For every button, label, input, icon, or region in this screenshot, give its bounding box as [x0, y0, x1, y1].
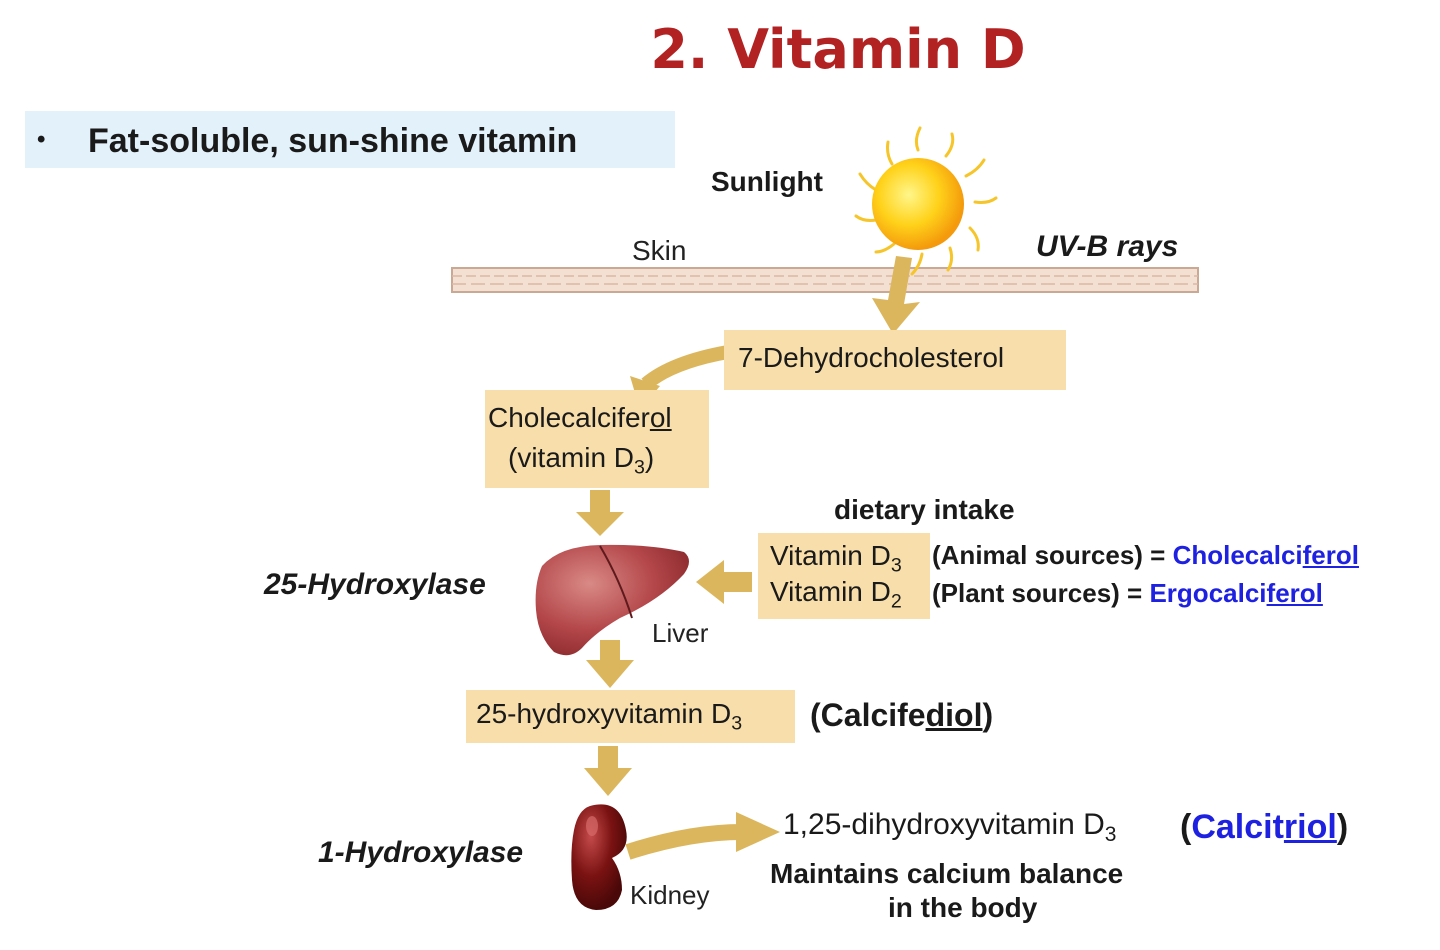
dietary-intake-label: dietary intake [834, 494, 1015, 526]
bullet-dot: • [37, 126, 45, 154]
calcium-balance-text-2: in the body [888, 892, 1037, 924]
arrow-dietary-to-liver [696, 560, 752, 604]
bullet-text: Fat-soluble, sun-shine vitamin [88, 122, 577, 161]
vitamin-d2-dietary: Vitamin D2 [770, 576, 902, 614]
kidney-label: Kidney [630, 880, 710, 911]
vitamin-d3-label: (vitamin D3) [508, 442, 654, 480]
hydroxyvitamin-label: 25-hydroxyvitamin D3 [476, 698, 742, 736]
skin-layer [452, 268, 1198, 292]
arrow-kidney-to-calcitriol [628, 812, 780, 852]
vitamin-d3-dietary: Vitamin D3 [770, 540, 902, 578]
skin-label: Skin [632, 235, 686, 267]
plant-sources-text: (Plant sources) = Ergocalciferol [932, 578, 1323, 609]
uvb-label: UV-B rays [1036, 230, 1178, 264]
sunlight-label: Sunlight [711, 166, 823, 198]
kidney-icon [571, 804, 626, 910]
calcitriol-label: (Calcitriol) [1180, 808, 1348, 847]
dehydrocholesterol-label: 7-Dehydrocholesterol [738, 342, 1004, 374]
liver-label: Liver [652, 618, 708, 649]
animal-sources-text: (Animal sources) = Cholecalciferol [932, 540, 1359, 571]
arrow-25h-to-kidney [584, 746, 632, 796]
cholecalciferol-label: Cholecalciferol [488, 402, 672, 434]
arrow-chole-to-liver [576, 490, 624, 536]
calcium-balance-text-1: Maintains calcium balance [770, 858, 1123, 890]
dihydroxyvitamin-label: 1,25-dihydroxyvitamin D3 [783, 808, 1116, 847]
sun-icon [856, 128, 996, 274]
calcifediol-label: (Calcifediol) [810, 697, 993, 734]
arrow-liver-to-25h [586, 640, 634, 688]
hydroxylase-1-label: 1-Hydroxylase [318, 836, 523, 870]
hydroxylase-25-label: 25-Hydroxylase [264, 568, 486, 602]
page-title: 2. Vitamin D [0, 18, 1440, 81]
